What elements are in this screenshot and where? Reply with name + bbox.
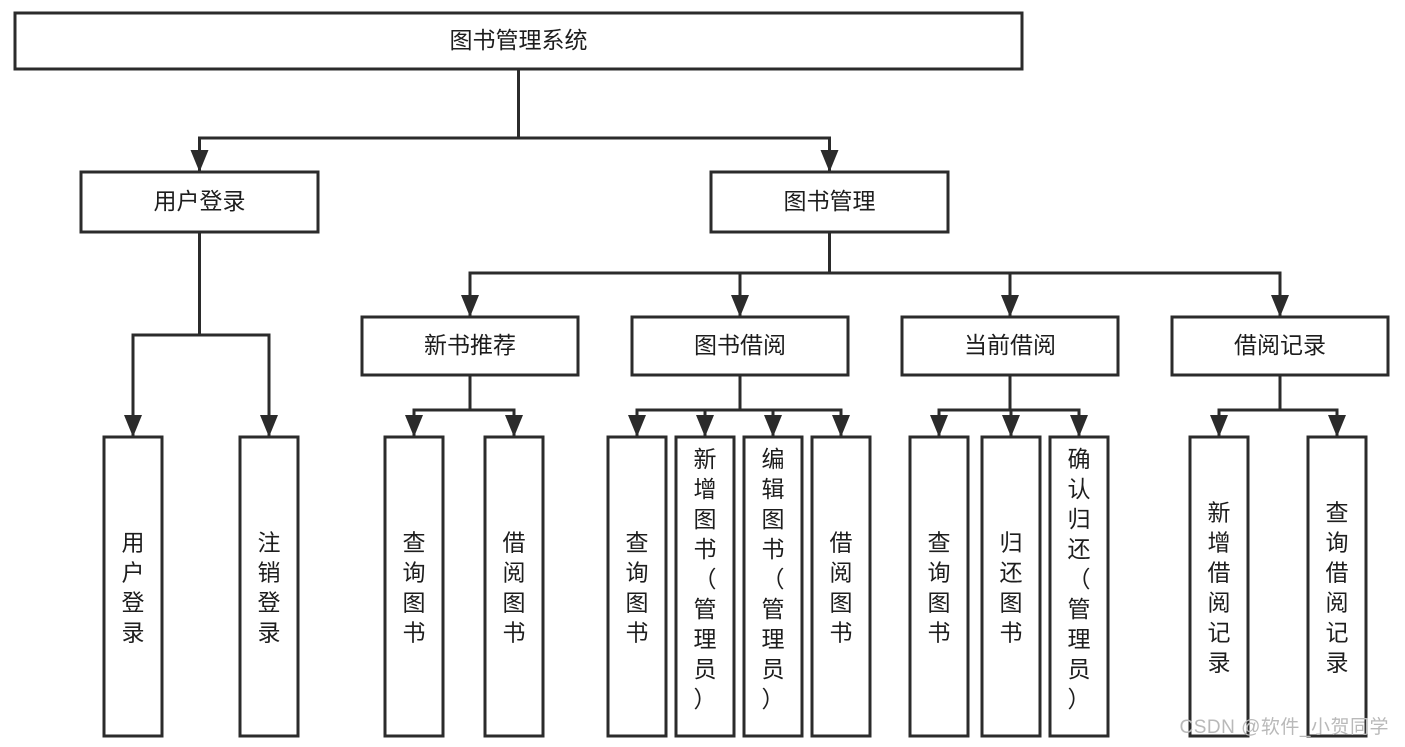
node-box <box>709 170 950 234</box>
arrow-head-icon <box>1070 415 1088 437</box>
node-box <box>606 435 668 738</box>
leaf-node-查询图书[interactable]: 查询图书 <box>383 435 445 738</box>
leaf-node-编辑图书管理员[interactable]: 编辑图书（管理员） <box>742 435 804 738</box>
node-label: 新书推荐 <box>424 332 516 358</box>
node-label: 查询图书 <box>928 530 951 646</box>
node-label: 确认归还（管理员） <box>1068 446 1091 712</box>
node-label: 归还图书 <box>1000 530 1023 646</box>
node-图书借阅[interactable]: 图书借阅 <box>630 315 850 377</box>
arrow-head-icon <box>505 415 523 437</box>
arrow-head-icon <box>190 150 209 172</box>
node-box <box>13 11 1024 71</box>
arrow-head-icon <box>628 415 646 437</box>
node-label: 查询借阅记录 <box>1326 500 1349 676</box>
node-图书管理[interactable]: 图书管理 <box>709 170 950 234</box>
node-label: 图书管理 <box>784 188 876 214</box>
node-box <box>810 435 872 738</box>
node-label: 图书借阅 <box>694 332 786 358</box>
leaf-node-确认归还管理员[interactable]: 确认归还（管理员） <box>1048 435 1110 738</box>
arrow-head-icon <box>405 415 423 437</box>
leaf-node-新增借阅记录[interactable]: 新增借阅记录 <box>1188 435 1250 738</box>
node-label: 借阅记录 <box>1234 332 1326 358</box>
node-label: 借阅图书 <box>503 530 526 646</box>
node-box <box>980 435 1042 738</box>
node-当前借阅[interactable]: 当前借阅 <box>900 315 1120 377</box>
node-box <box>630 315 850 377</box>
arrow-head-icon <box>1328 415 1346 437</box>
node-新书推荐[interactable]: 新书推荐 <box>360 315 580 377</box>
arrow-head-icon <box>260 415 278 437</box>
node-label: 注销登录 <box>258 530 281 646</box>
node-box <box>1048 435 1110 738</box>
arrow-head-icon <box>461 295 479 317</box>
leaf-node-新增图书管理员[interactable]: 新增图书（管理员） <box>674 435 736 738</box>
node-box <box>483 435 545 738</box>
watermark-label: CSDN @软件_小贺同学 <box>1179 717 1389 738</box>
node-box <box>238 435 300 738</box>
node-label: 用户登录 <box>122 530 145 646</box>
node-label: 查询图书 <box>626 530 649 646</box>
node-label: 编辑图书（管理员） <box>762 446 785 712</box>
node-box <box>1170 315 1390 377</box>
leaf-node-查询图书[interactable]: 查询图书 <box>908 435 970 738</box>
node-box <box>383 435 445 738</box>
node-box <box>1188 435 1250 738</box>
leaf-node-借阅图书[interactable]: 借阅图书 <box>810 435 872 738</box>
node-box <box>360 315 580 377</box>
arrow-head-icon <box>1001 295 1019 317</box>
node-layer: 图书管理系统用户登录图书管理新书推荐图书借阅当前借阅借阅记录用户登录注销登录查询… <box>13 11 1390 738</box>
arrow-head-icon <box>930 415 948 437</box>
node-label: 新增借阅记录 <box>1208 500 1231 676</box>
leaf-node-注销登录[interactable]: 注销登录 <box>238 435 300 738</box>
connector-layer <box>124 67 1346 438</box>
arrow-head-icon <box>124 415 142 437</box>
node-label: 用户登录 <box>154 188 246 214</box>
arrow-head-icon <box>764 415 782 437</box>
root-node-图书管理系统[interactable]: 图书管理系统 <box>13 11 1024 71</box>
arrow-head-icon <box>696 415 714 437</box>
node-label: 借阅图书 <box>830 530 853 646</box>
leaf-node-归还图书[interactable]: 归还图书 <box>980 435 1042 738</box>
node-用户登录[interactable]: 用户登录 <box>79 170 320 234</box>
node-label: 当前借阅 <box>964 332 1056 358</box>
node-label: 新增图书（管理员） <box>694 446 717 712</box>
node-box <box>79 170 320 234</box>
leaf-node-查询图书[interactable]: 查询图书 <box>606 435 668 738</box>
arrow-head-icon <box>1271 295 1289 317</box>
node-box <box>900 315 1120 377</box>
arrow-head-icon <box>820 150 839 172</box>
arrow-head-icon <box>731 295 749 317</box>
arrow-head-icon <box>832 415 850 437</box>
leaf-node-借阅图书[interactable]: 借阅图书 <box>483 435 545 738</box>
node-box <box>102 435 164 738</box>
node-box <box>908 435 970 738</box>
node-借阅记录[interactable]: 借阅记录 <box>1170 315 1390 377</box>
arrow-head-icon <box>1210 415 1228 437</box>
node-box <box>742 435 804 738</box>
leaf-node-查询借阅记录[interactable]: 查询借阅记录 <box>1306 435 1368 738</box>
leaf-node-用户登录[interactable]: 用户登录 <box>102 435 164 738</box>
node-label: 图书管理系统 <box>450 27 588 53</box>
node-box <box>674 435 736 738</box>
node-label: 查询图书 <box>403 530 426 646</box>
node-box <box>1306 435 1368 738</box>
arrow-head-icon <box>1002 415 1020 437</box>
